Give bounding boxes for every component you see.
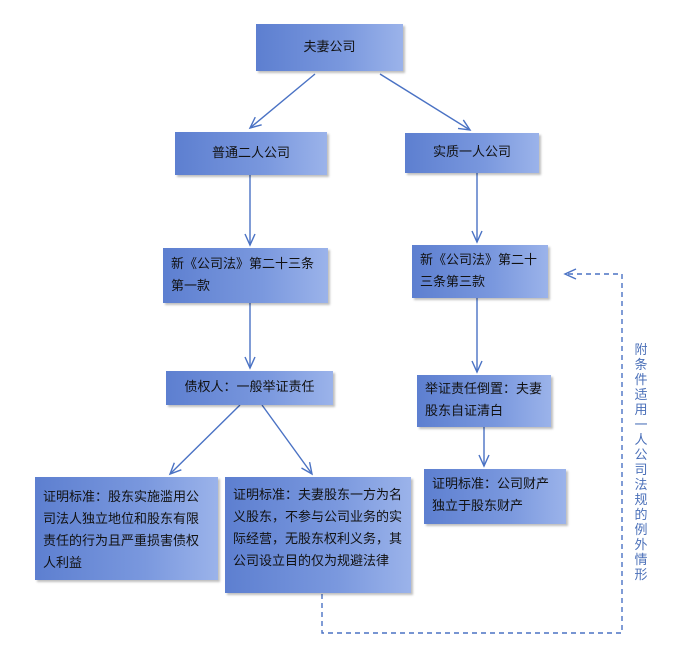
node-std-right-label: 证明标准：公司财产独立于股东财产 xyxy=(432,477,550,514)
arrow-root-to-ordinary xyxy=(248,73,316,130)
arrow-root-to-substantive xyxy=(379,73,472,131)
side-note-exception: 附条件适用一人公司法规的例外情形 xyxy=(634,343,648,583)
node-burden-right-label: 举证责任倒置：夫妻股东自证清白 xyxy=(425,382,543,419)
node-reversed-burden-of-proof: 举证责任倒置：夫妻股东自证清白 xyxy=(417,375,551,427)
node-couple-company-label: 夫妻公司 xyxy=(303,39,356,55)
node-proof-standard-nominal-shareholder: 证明标准：夫妻股东一方为名义股东，不参与公司业务的实际经营，无股东权利义务，其公… xyxy=(225,477,411,593)
node-std-left-1-label: 证明标准：股东实施滥用公司法人独立地位和股东有限责任的行为且严重损害债权人利益 xyxy=(43,490,200,571)
arrow-burden-to-std-left-2 xyxy=(261,404,313,476)
node-creditor-burden-of-proof: 债权人：一般举证责任 xyxy=(166,371,333,405)
node-substantive-label: 实质一人公司 xyxy=(432,145,511,160)
node-law-left-label: 新《公司法》第二十三条第一款 xyxy=(171,257,315,294)
node-ordinary-label: 普通二人公司 xyxy=(211,145,290,161)
arrow-burden-to-std-left-1 xyxy=(168,404,241,476)
node-ordinary-two-person-company: 普通二人公司 xyxy=(175,132,327,175)
node-law-article-23-para-1: 新《公司法》第二十三条第一款 xyxy=(163,248,328,303)
node-std-left-2-label: 证明标准：夫妻股东一方为名义股东，不参与公司业务的实际经营，无股东权利义务，其公… xyxy=(233,488,403,569)
node-proof-standard-separate-property: 证明标准：公司财产独立于股东财产 xyxy=(424,469,566,524)
node-law-article-23-para-3: 新《公司法》第二十三条第三款 xyxy=(412,245,548,298)
node-substantive-one-person-company: 实质一人公司 xyxy=(405,133,539,173)
node-proof-standard-abuse: 证明标准：股东实施滥用公司法人独立地位和股东有限责任的行为且严重损害债权人利益 xyxy=(35,477,218,580)
node-law-right-label: 新《公司法》第二十三条第三款 xyxy=(420,253,538,290)
node-burden-left-label: 债权人：一般举证责任 xyxy=(184,380,315,395)
node-couple-company: 夫妻公司 xyxy=(256,24,403,71)
